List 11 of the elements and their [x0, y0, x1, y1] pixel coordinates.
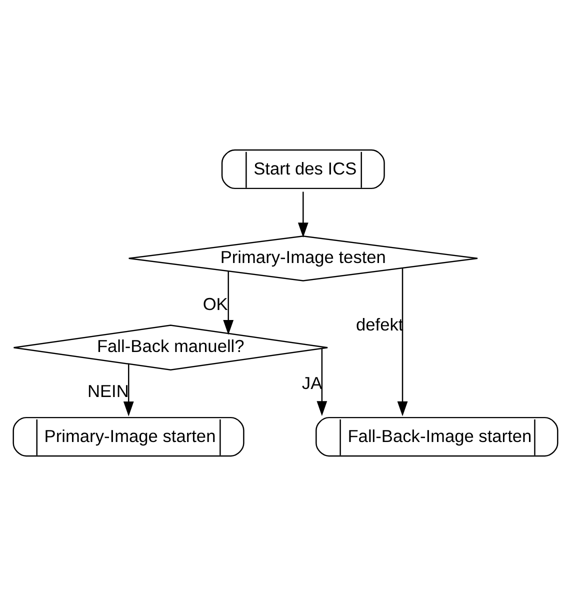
arrow [298, 191, 308, 237]
node-diamond: Primary-Image testen [128, 235, 478, 281]
arrow [397, 268, 408, 416]
arrow [223, 270, 234, 334]
edge-label: NEIN [87, 380, 129, 400]
node-diamond: Fall-Back manuell? [13, 324, 328, 370]
arrow [123, 363, 134, 416]
edge-label: JA [302, 372, 322, 393]
edge-label: defekt [356, 314, 404, 334]
arrow [316, 348, 328, 416]
edge-label: OK [202, 293, 228, 314]
